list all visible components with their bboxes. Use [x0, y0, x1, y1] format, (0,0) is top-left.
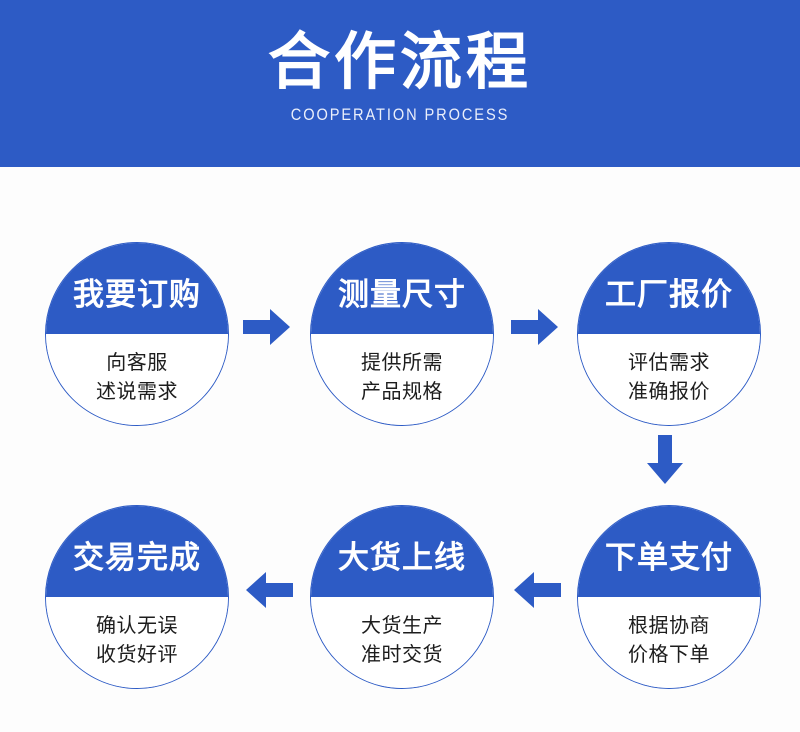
- process-step-5[interactable]: 大货上线 大货生产 准时交货: [310, 505, 494, 689]
- process-step-3-line-1: 评估需求: [628, 350, 710, 374]
- arrow-left-icon: [513, 571, 561, 609]
- process-step-4-line-1: 根据协商: [628, 613, 710, 637]
- process-step-2-line-1: 提供所需: [361, 350, 443, 374]
- process-step-4-body: 根据协商 价格下单: [578, 597, 760, 688]
- process-step-3-body: 评估需求 准确报价: [578, 334, 760, 425]
- process-step-6-line-2: 收货好评: [96, 642, 178, 666]
- process-step-1-title: 我要订购: [73, 276, 201, 313]
- process-step-2-header: 测量尺寸: [311, 243, 493, 334]
- process-step-5-title: 大货上线: [338, 539, 466, 576]
- process-step-4-title: 下单支付: [605, 539, 733, 576]
- arrow-right-icon: [511, 308, 559, 346]
- process-step-5-body: 大货生产 准时交货: [311, 597, 493, 688]
- process-step-1-body: 向客服 述说需求: [46, 334, 228, 425]
- process-step-2-title: 测量尺寸: [338, 276, 466, 313]
- process-step-4-line-2: 价格下单: [628, 642, 710, 666]
- page-subtitle: COOPERATION PROCESS: [290, 105, 510, 124]
- process-step-2[interactable]: 测量尺寸 提供所需 产品规格: [310, 242, 494, 426]
- process-step-5-line-2: 准时交货: [361, 642, 443, 666]
- process-step-2-body: 提供所需 产品规格: [311, 334, 493, 425]
- page-title: 合作流程: [267, 25, 532, 98]
- process-step-3-line-2: 准确报价: [628, 379, 710, 403]
- process-step-3[interactable]: 工厂报价 评估需求 准确报价: [577, 242, 761, 426]
- process-step-5-line-1: 大货生产: [361, 613, 443, 637]
- process-step-6[interactable]: 交易完成 确认无误 收货好评: [45, 505, 229, 689]
- process-step-4-header: 下单支付: [578, 506, 760, 597]
- arrow-left-icon: [245, 571, 293, 609]
- process-step-5-header: 大货上线: [311, 506, 493, 597]
- process-step-4[interactable]: 下单支付 根据协商 价格下单: [577, 505, 761, 689]
- arrow-right-icon: [243, 308, 291, 346]
- arrow-down-icon: [645, 435, 685, 485]
- process-step-2-line-2: 产品规格: [361, 379, 443, 403]
- process-step-3-header: 工厂报价: [578, 243, 760, 334]
- page-header-banner: 合作流程 COOPERATION PROCESS: [0, 0, 800, 167]
- process-flow-diagram: 我要订购 向客服 述说需求 测量尺寸 提供所需 产品规格 工厂报价 评估需求: [0, 167, 800, 732]
- process-step-1-header: 我要订购: [46, 243, 228, 334]
- process-step-6-title: 交易完成: [73, 539, 201, 576]
- process-step-1[interactable]: 我要订购 向客服 述说需求: [45, 242, 229, 426]
- process-step-6-header: 交易完成: [46, 506, 228, 597]
- process-step-1-line-1: 向客服: [106, 350, 168, 374]
- process-step-6-body: 确认无误 收货好评: [46, 597, 228, 688]
- process-step-3-title: 工厂报价: [605, 276, 733, 313]
- process-step-6-line-1: 确认无误: [96, 613, 178, 637]
- process-step-1-line-2: 述说需求: [96, 379, 178, 403]
